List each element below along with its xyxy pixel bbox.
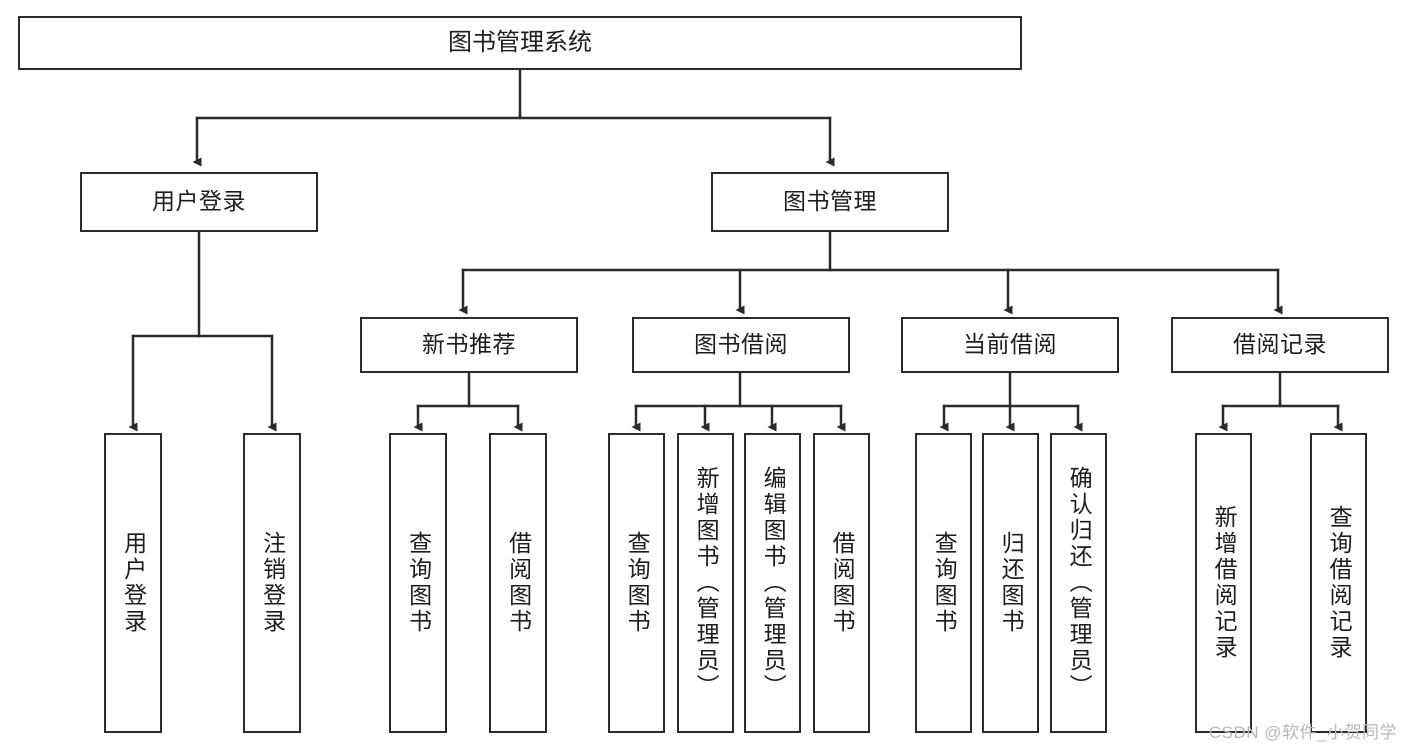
node-leaf-query-record[interactable]: 查询借阅记录 — [1310, 433, 1367, 733]
node-leaf-add-book[interactable]: 新增图书（管理员） — [677, 433, 734, 733]
node-label: 当前借阅 — [963, 331, 1057, 358]
node-borrow-record[interactable]: 借阅记录 — [1171, 317, 1389, 373]
node-label: 注销登录 — [259, 531, 286, 635]
node-book-management[interactable]: 图书管理 — [711, 172, 949, 232]
node-current-borrow[interactable]: 当前借阅 — [901, 317, 1119, 373]
node-leaf-borrow-book-2[interactable]: 借阅图书 — [813, 433, 870, 733]
node-leaf-query-book-1[interactable]: 查询图书 — [389, 433, 447, 733]
node-leaf-return-book[interactable]: 归还图书 — [982, 433, 1039, 733]
node-new-book-recommend[interactable]: 新书推荐 — [360, 317, 578, 373]
node-label: 用户登录 — [120, 531, 147, 635]
node-label: 编辑图书（管理员） — [760, 466, 787, 700]
node-label: 查询图书 — [405, 531, 432, 635]
node-leaf-edit-book[interactable]: 编辑图书（管理员） — [744, 433, 801, 733]
node-label: 确认归还（管理员） — [1066, 466, 1093, 700]
node-leaf-confirm-return[interactable]: 确认归还（管理员） — [1050, 433, 1107, 733]
node-label: 图书管理 — [783, 188, 877, 215]
node-label: 图书管理系统 — [448, 28, 592, 56]
node-label: 用户登录 — [152, 188, 246, 215]
node-leaf-add-record[interactable]: 新增借阅记录 — [1195, 433, 1252, 733]
node-label: 查询图书 — [624, 531, 651, 635]
node-leaf-query-book-3[interactable]: 查询图书 — [915, 433, 972, 733]
node-label: 新增图书（管理员） — [693, 466, 720, 700]
csdn-watermark: CSDN @软件_小贺同学 — [1208, 723, 1397, 742]
node-label: 借阅图书 — [505, 531, 532, 635]
node-label: 借阅图书 — [829, 531, 856, 635]
node-user-login[interactable]: 用户登录 — [80, 172, 318, 232]
node-leaf-user-login[interactable]: 用户登录 — [104, 433, 162, 733]
node-leaf-logout-login[interactable]: 注销登录 — [243, 433, 301, 733]
node-leaf-query-book-2[interactable]: 查询图书 — [608, 433, 665, 733]
node-label: 查询借阅记录 — [1326, 505, 1353, 661]
node-book-borrow[interactable]: 图书借阅 — [632, 317, 850, 373]
node-label: 新增借阅记录 — [1211, 505, 1238, 661]
node-label: 新书推荐 — [422, 331, 516, 358]
node-root-system[interactable]: 图书管理系统 — [18, 16, 1022, 70]
node-label: 借阅记录 — [1233, 331, 1327, 358]
node-label: 查询图书 — [931, 531, 958, 635]
node-leaf-borrow-book-1[interactable]: 借阅图书 — [489, 433, 547, 733]
node-label: 归还图书 — [998, 531, 1025, 635]
node-label: 图书借阅 — [694, 331, 788, 358]
